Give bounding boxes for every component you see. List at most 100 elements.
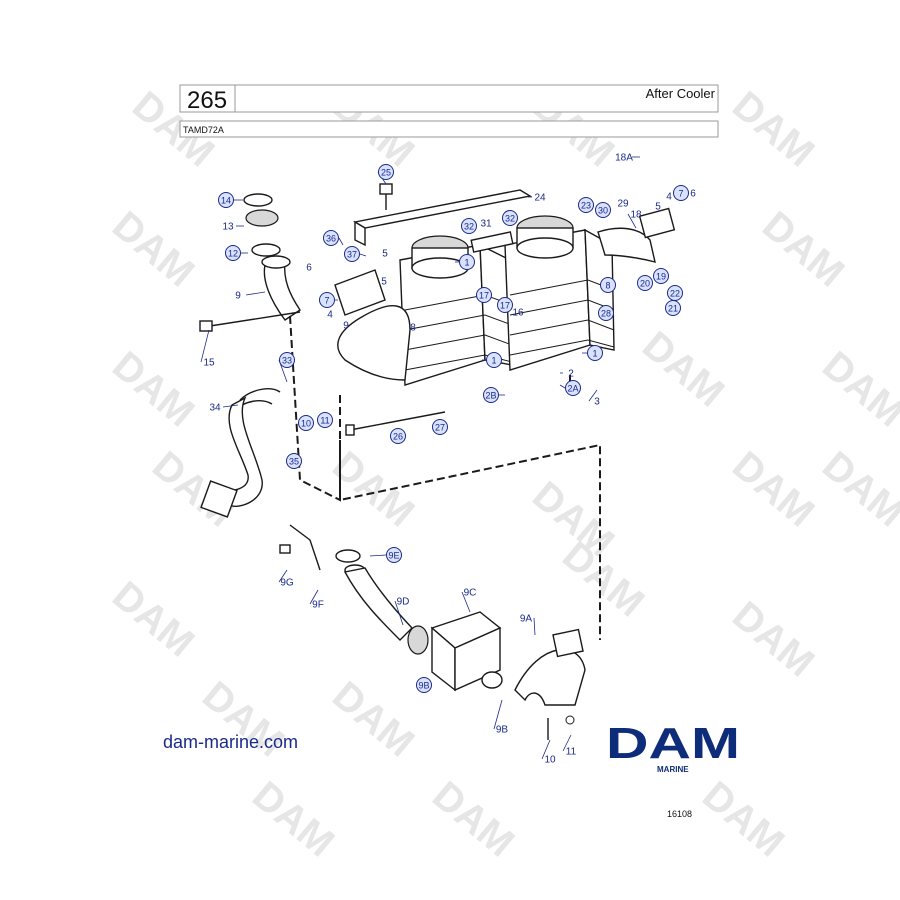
callout-text: 12 [228,249,238,259]
callout-text: 37 [347,250,357,260]
callout-circle [319,292,335,308]
model-bar [179,120,719,138]
callout-text: 5 [381,277,387,288]
callout-text: 24 [534,193,546,204]
callout-9c: 9C [461,588,476,613]
callout-6b: 6 [690,189,696,200]
dam-logo: DAM [606,719,740,768]
watermark-text: DAM [104,343,202,435]
left-elbow-pipe [337,305,411,381]
callout-leader [309,589,319,605]
callout-34: 34 [209,403,239,414]
left-flange-plate [334,269,386,316]
callout-text: 29 [617,199,629,210]
callout-5c: 5 [655,202,661,213]
mounting-rail-end [354,220,366,247]
callout-leader [461,591,471,613]
callout-9e: 9E [369,547,402,563]
callout-circle [317,412,333,428]
rod-26-head [345,424,355,436]
callout-text: 1 [491,356,496,366]
callout-9f: 9F [309,589,324,611]
callout-7b: 7 [673,185,689,201]
coupling-9b-left [407,625,429,655]
callout-25: 25 [377,164,394,185]
route-line-left [289,315,341,502]
callout-circle [665,300,681,316]
callout-text: 2 [568,369,574,380]
callout-10a: 10 [298,415,314,431]
callout-circle [598,305,614,321]
callout-leader [369,554,387,557]
page-number: 265 [187,87,227,114]
pipe-9d [343,567,413,641]
callout-leader [627,213,637,229]
watermark-text: DAM [104,573,202,665]
callout-text: 5 [655,202,661,213]
callout-12: 12 [225,245,248,261]
callout-27: 27 [432,419,448,435]
drawing-reference: 16108 [667,809,692,819]
callout-leader [338,237,344,246]
callout-19: 19 [653,268,669,284]
callout-text: 25 [381,168,391,178]
callout-circle [483,387,499,403]
callout-text: 17 [500,301,510,311]
callout-circle [595,202,611,218]
watermark-text: DAM [814,343,900,435]
callout-circle [637,275,653,291]
callout-18: 18 [627,210,642,229]
callout-circle [497,297,513,313]
callout-text: 10 [544,755,556,766]
callout-circle [225,245,241,261]
callout-28: 28 [598,305,614,321]
callout-text: 9E [388,551,399,561]
outlet-elbow [597,227,656,263]
callout-leader [559,384,566,389]
callout-8a: 8 [410,323,416,334]
website-link[interactable]: dam-marine.com [163,732,298,752]
bracket-9f [289,524,321,571]
callout-17a: 17 [476,287,492,303]
callout-leader [359,253,367,257]
callout-text: 11 [320,416,329,426]
callout-text: 4 [666,192,672,203]
seal-ring-12 [251,243,281,257]
callout-9d: 9D [394,597,409,626]
footer: dam-marine.com DAM MARINE 16108 [163,719,740,819]
bolt-15-head [199,320,213,332]
bolt-9g [279,544,291,554]
callout-text: 10 [301,419,311,429]
callout-circle [600,277,616,293]
watermark-text: DAM [324,443,422,535]
callout-text: 26 [393,432,403,442]
page-number-box [179,84,236,113]
watermark-text: DAM [424,773,522,865]
callout-text: 3 [594,397,600,408]
callout-5a: 5 [382,249,388,260]
callout-32a: 32 [461,218,477,234]
watermark-text: DAM [324,673,422,765]
callout-text: 17 [479,291,489,301]
watermark-text: DAM [754,203,852,295]
callout-leader [588,389,598,402]
washer-11 [565,715,575,725]
callout-circle [286,453,302,469]
callout-circle [386,547,402,563]
callout-leader [394,600,404,626]
callout-text: 8 [605,281,610,291]
callout-text: 13 [222,222,234,233]
callout-23: 23 [578,197,594,213]
callout-text: 6 [306,263,312,274]
callout-text: 19 [656,272,666,282]
callout-2a: 2A [559,380,581,396]
callout-circle [461,218,477,234]
bolt-15 [209,311,301,327]
callout-leader [278,569,288,583]
callout-text: 31 [480,219,492,230]
callout-17b: 17 [497,297,513,313]
callout-15: 15 [200,329,215,369]
watermark-text: DAM [694,773,792,865]
